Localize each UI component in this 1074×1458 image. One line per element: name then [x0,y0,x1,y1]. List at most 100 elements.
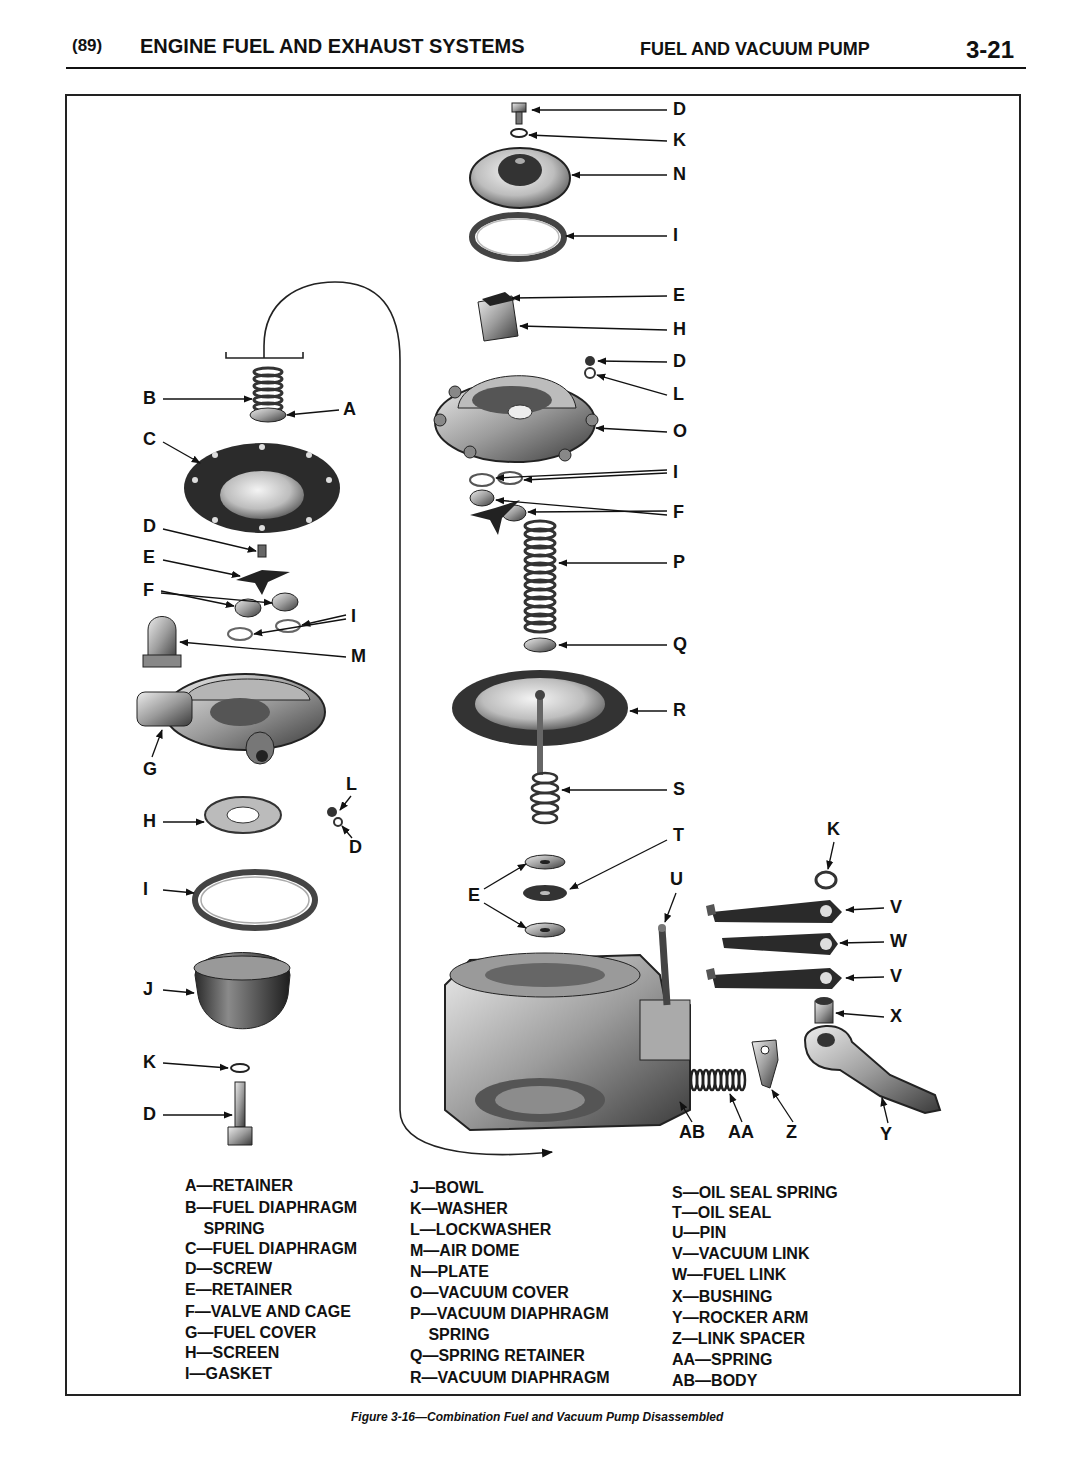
gasket [472,215,564,259]
legend-entry: E—RETAINER [185,1279,292,1300]
legend-entry: S—OIL SEAL SPRING [672,1182,838,1203]
legend-entry: B—FUEL DIAPHRAGM SPRING [185,1197,408,1239]
callout-letter: P [673,553,685,573]
callout-letter: AA [728,1123,754,1143]
legend-entry: C—FUEL DIAPHRAGM [185,1238,357,1259]
legend-entry: P—VACUUM DIAPHRAGM SPRING [410,1303,658,1345]
callout-letter: C [143,430,156,450]
fuel-cover [137,674,325,764]
leader-lines [152,110,888,1123]
legend-entry: AB—BODY [672,1370,757,1391]
figure-caption: Figure 3-16—Combination Fuel and Vacuum … [351,1410,723,1424]
legend-entry: I—GASKET [185,1363,272,1384]
screw-lockwasher [585,356,595,378]
page-number: 3-21 [966,37,1014,63]
vacuum-cover [434,376,598,462]
callout-letter: H [673,320,686,340]
callout-letter: E [673,286,685,306]
legend-entry: M—AIR DOME [410,1240,519,1261]
callout-letter: U [670,870,683,890]
fuel-diaphragm [184,443,340,533]
callout-letter: F [143,581,154,601]
callout-letter: K [673,131,686,151]
callout-letter: E [143,548,155,568]
legend-entry: K—WASHER [410,1198,508,1219]
callout-letter: D [673,100,686,120]
callout-letter: D [349,838,362,858]
spring-retainer [524,638,556,652]
legend-entry: N—PLATE [410,1261,489,1282]
top-screw [511,103,527,137]
callout-letter: B [143,389,156,409]
legend-entry: D—SCREW [185,1258,272,1279]
callout-letter: D [673,352,686,372]
vacuum-valves [470,472,526,535]
legend-entry: J—BOWL [410,1177,484,1198]
callout-letter: I [673,226,678,246]
callout-letter: D [143,517,156,537]
legend-entry: AA—SPRING [672,1349,772,1370]
callout-letter: N [673,165,686,185]
callout-letter: W [890,932,907,952]
header-text: (89) [72,37,102,56]
legend-entry: U—PIN [672,1222,726,1243]
callout-letter: O [673,422,687,442]
callout-letter: X [890,1007,902,1027]
callout-letter: K [143,1053,156,1073]
links [706,872,842,989]
callout-letter: K [827,820,840,840]
legend-entry: R—VACUUM DIAPHRAGM [410,1367,610,1388]
pin [658,924,667,1005]
link-spacer [752,1040,778,1088]
callout-letter: I [143,880,148,900]
callout-letter: V [890,967,902,987]
callout-letter: H [143,812,156,832]
callout-letter: M [351,647,366,667]
callout-letter: A [343,400,356,420]
vacuum-diaphragm [452,670,628,775]
page-frame [66,68,1026,1395]
callout-letter: I [351,607,356,627]
legend-entry: F—VALVE AND CAGE [185,1301,351,1322]
callout-letter: Z [786,1123,797,1143]
callout-letter: L [346,775,357,795]
legend-entry: G—FUEL COVER [185,1322,316,1343]
legend-entry: A—RETAINER [185,1175,293,1196]
oil-seal-spring [531,773,559,823]
legend-entry: L—LOCKWASHER [410,1219,551,1240]
callout-letter: T [673,826,684,846]
fuel-valves [228,545,300,640]
callout-letter: L [673,385,684,405]
callout-letter: E [468,886,480,906]
callout-letter: V [890,898,902,918]
callout-letter: F [673,503,684,523]
callout-letter: I [673,463,678,483]
header-text: ENGINE FUEL AND EXHAUST SYSTEMS [140,35,525,57]
legend-entry: H—SCREEN [185,1342,279,1363]
legend-entry: Q—SPRING RETAINER [410,1345,585,1366]
air-dome [143,617,181,668]
legend-entry: V—VACUUM LINK [672,1243,809,1264]
bushing-rocker-arm [805,997,940,1113]
legend-entry: W—FUEL LINK [672,1264,786,1285]
pump-body [445,953,690,1130]
bowl [194,953,290,1029]
legend-entry: T—OIL SEAL [672,1202,771,1223]
callout-letter: J [143,980,153,1000]
callout-letter: D [143,1105,156,1125]
legend-entry: Y—ROCKER ARM [672,1307,808,1328]
plate [470,148,570,208]
bowl-bolt [228,1064,252,1145]
callout-letter: S [673,780,685,800]
bowl-gasket [195,872,315,928]
retainer [250,408,286,422]
legend-entry: Z—LINK SPACER [672,1328,805,1349]
legend-entry: O—VACUUM COVER [410,1282,569,1303]
screen-retainer [478,292,518,341]
header-text: FUEL AND VACUUM PUMP [640,40,870,60]
callout-letter: AB [679,1123,705,1143]
oil-seal-washers [523,855,567,937]
link-spring [691,1070,745,1090]
